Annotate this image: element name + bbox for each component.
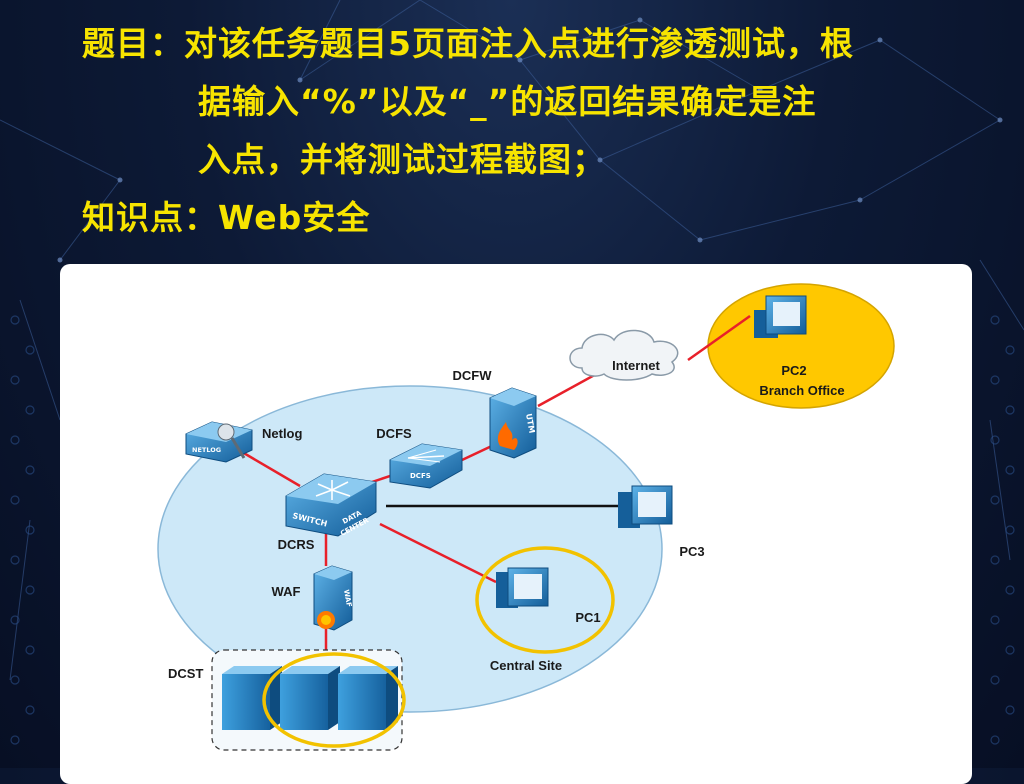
waf-label: WAF: [272, 584, 301, 599]
link-internet-pc2: [687, 314, 751, 362]
pc2-label: PC2: [781, 363, 806, 378]
dcfw-device-text: UTM: [524, 413, 536, 434]
netlog-device-icon: NETLOG: [185, 421, 253, 463]
knowledge-label: 知识点：: [82, 198, 218, 237]
dcst-highlight-ring: [262, 652, 406, 748]
link-dcrs-pc1: [379, 522, 497, 584]
dcst-label: DCST: [168, 666, 203, 681]
diagram-panel: Internet PC2 Branch Office UTM DCFW DCFS…: [60, 264, 972, 784]
pc2-computer-icon: [754, 295, 807, 338]
dcst-server-icon: [338, 666, 398, 730]
task-label: 题目：: [82, 24, 184, 63]
task-line-1: 题目：对该任务题目5页面注入点进行渗透测试，根: [82, 24, 854, 64]
dcfs-label: DCFS: [376, 426, 412, 441]
task-line-2: 据输入“%”以及“_”的返回结果确定是注: [198, 82, 817, 121]
dcrs-datacenter-switch-icon: SWITCH DATA CENTER: [285, 473, 377, 538]
internet-label: Internet: [612, 358, 660, 373]
dcfw-firewall-icon: UTM: [489, 387, 537, 459]
netlog-device-text: NETLOG: [192, 446, 221, 454]
pc1-computer-icon: [496, 567, 549, 608]
network-topology-diagram: Internet PC2 Branch Office UTM DCFW DCFS…: [157, 283, 895, 751]
dcst-server-icon: [280, 666, 340, 730]
network-background: [0, 0, 1024, 745]
knowledge-text: Web安全: [218, 198, 371, 237]
pc1-label: PC1: [575, 610, 600, 625]
internet-cloud-icon: [569, 329, 679, 381]
link-dcfw-internet: [537, 370, 601, 408]
pc3-computer-icon: [618, 485, 673, 528]
knowledge-line: 知识点：Web安全: [82, 198, 370, 238]
task-line-3: 入点，并将测试过程截图；: [198, 140, 606, 179]
dcrs-label: DCRS: [278, 537, 315, 552]
netlog-label: Netlog: [262, 426, 303, 441]
pc3-label: PC3: [679, 544, 704, 559]
dcfs-device-icon: DCFS: [389, 443, 463, 489]
waf-device-text: WAF: [342, 589, 353, 608]
pc1-highlight-ring: [475, 546, 615, 654]
central-site-zone: [157, 385, 663, 713]
link-netlog-dcrs: [241, 450, 301, 488]
dcfs-device-text: DCFS: [410, 472, 431, 480]
dcst-server-icon: [222, 666, 282, 730]
waf-device-icon: WAF: [313, 565, 353, 631]
branch-office-label: Branch Office: [759, 383, 844, 398]
dcfw-label: DCFW: [453, 368, 493, 383]
central-site-label: Central Site: [490, 658, 562, 673]
task-text-1: 对该任务题目5页面注入点进行渗透测试，根: [184, 24, 854, 63]
